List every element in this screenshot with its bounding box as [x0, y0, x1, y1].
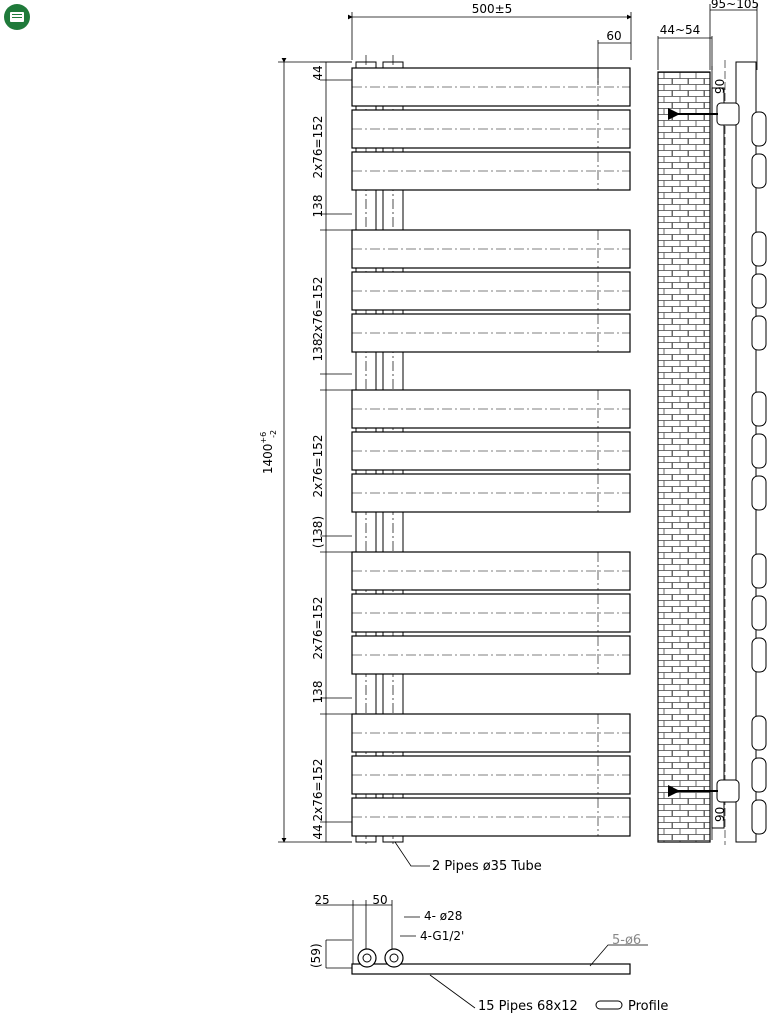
- side-bar-profiles: [751, 111, 767, 835]
- side-dimensions: [657, 4, 758, 840]
- pipes-label: 2 Pipes ø35 Tube: [432, 859, 542, 874]
- dim-pipe-spacing: 50: [372, 893, 387, 907]
- side-bar-profile: [751, 475, 767, 511]
- side-tube: [711, 60, 757, 845]
- dim-width: 500±5: [472, 2, 513, 16]
- pipes-leader: [394, 841, 430, 867]
- side-bar-profile: [751, 273, 767, 309]
- dim-base-offset: 25: [314, 893, 329, 907]
- bar-centerline: [352, 110, 630, 148]
- profile-label: 15 Pipes 68x12: [478, 999, 578, 1014]
- dim-projection: 95~105: [711, 0, 759, 11]
- bar-centerline: [352, 474, 630, 512]
- segment-label: 138: [311, 195, 325, 218]
- side-view: 95~105 44~54 90 90: [657, 0, 767, 845]
- segment-dimensions: [320, 61, 352, 843]
- bar-centerline: [352, 390, 630, 428]
- segment-label: 2x76=152: [311, 116, 325, 179]
- segment-label: 2x76=152: [311, 435, 325, 498]
- side-bar-profile: [751, 231, 767, 267]
- dim-height: 1400+6-2: [259, 430, 278, 474]
- side-bar-profile: [751, 757, 767, 793]
- width-dimension: [348, 12, 632, 85]
- dim-valve-top: 90: [713, 79, 727, 94]
- plan-view: 25 50 4- ø28 4-G1/2' (59) 5-ø6 15 Pipes …: [309, 893, 668, 1014]
- side-bar-profile: [751, 391, 767, 427]
- side-bar-profile: [751, 637, 767, 673]
- segment-label: 2x76=152: [311, 277, 325, 340]
- side-bar-profile: [751, 111, 767, 147]
- wall: [657, 71, 711, 843]
- plan-dimensions: [316, 900, 393, 969]
- bar-centerline: [352, 714, 630, 752]
- side-bar-profile: [751, 799, 767, 835]
- mount-label: 5-ø6: [612, 933, 641, 948]
- segment-label: 2x76=152: [311, 597, 325, 660]
- bar-centerline: [352, 314, 630, 352]
- bar-centerline: [352, 594, 630, 632]
- bar-centerline: [352, 432, 630, 470]
- side-bar-profile: [751, 715, 767, 751]
- dim-side-offset: 60: [606, 29, 621, 43]
- bar-centerline: [352, 152, 630, 190]
- valve-top: [668, 102, 740, 126]
- segment-label: 44: [311, 824, 325, 839]
- segment-label: 2x76=152: [311, 759, 325, 822]
- horizontal-bars: [351, 67, 631, 837]
- bar-centerline: [352, 230, 630, 268]
- side-bar-profile: [751, 595, 767, 631]
- front-view: 500±5 60 1400+6-2 442x76=1521382x76=1521…: [259, 2, 632, 874]
- plan-bar: [351, 963, 631, 975]
- towel-radiator-icon: [4, 4, 30, 30]
- segment-label: 138: [311, 681, 325, 704]
- segment-label: 138: [311, 339, 325, 362]
- bar-centerline: [352, 552, 630, 590]
- dim-wall-gap: 44~54: [660, 23, 701, 37]
- threads-label: 4-G1/2': [420, 929, 464, 943]
- side-bar-profile: [751, 553, 767, 589]
- profile-suffix: Profile: [628, 999, 668, 1014]
- bar-centerline: [352, 272, 630, 310]
- side-bar-profile: [751, 433, 767, 469]
- dim-valve-bottom: 90: [713, 807, 727, 822]
- bar-centerline: [352, 636, 630, 674]
- holes-label: 4- ø28: [424, 909, 462, 923]
- side-bar-profile: [751, 153, 767, 189]
- bar-centerline: [352, 798, 630, 836]
- dim-depth: (59): [309, 943, 323, 968]
- segment-labels: 442x76=1521382x76=1521382x76=152(138)2x7…: [311, 65, 325, 839]
- bar-centerline: [352, 756, 630, 794]
- segment-label: (138): [311, 516, 325, 548]
- profile-icon: [595, 1000, 623, 1010]
- segment-label: 44: [311, 65, 325, 80]
- valve-bottom: [668, 779, 740, 803]
- side-bar-profile: [751, 315, 767, 351]
